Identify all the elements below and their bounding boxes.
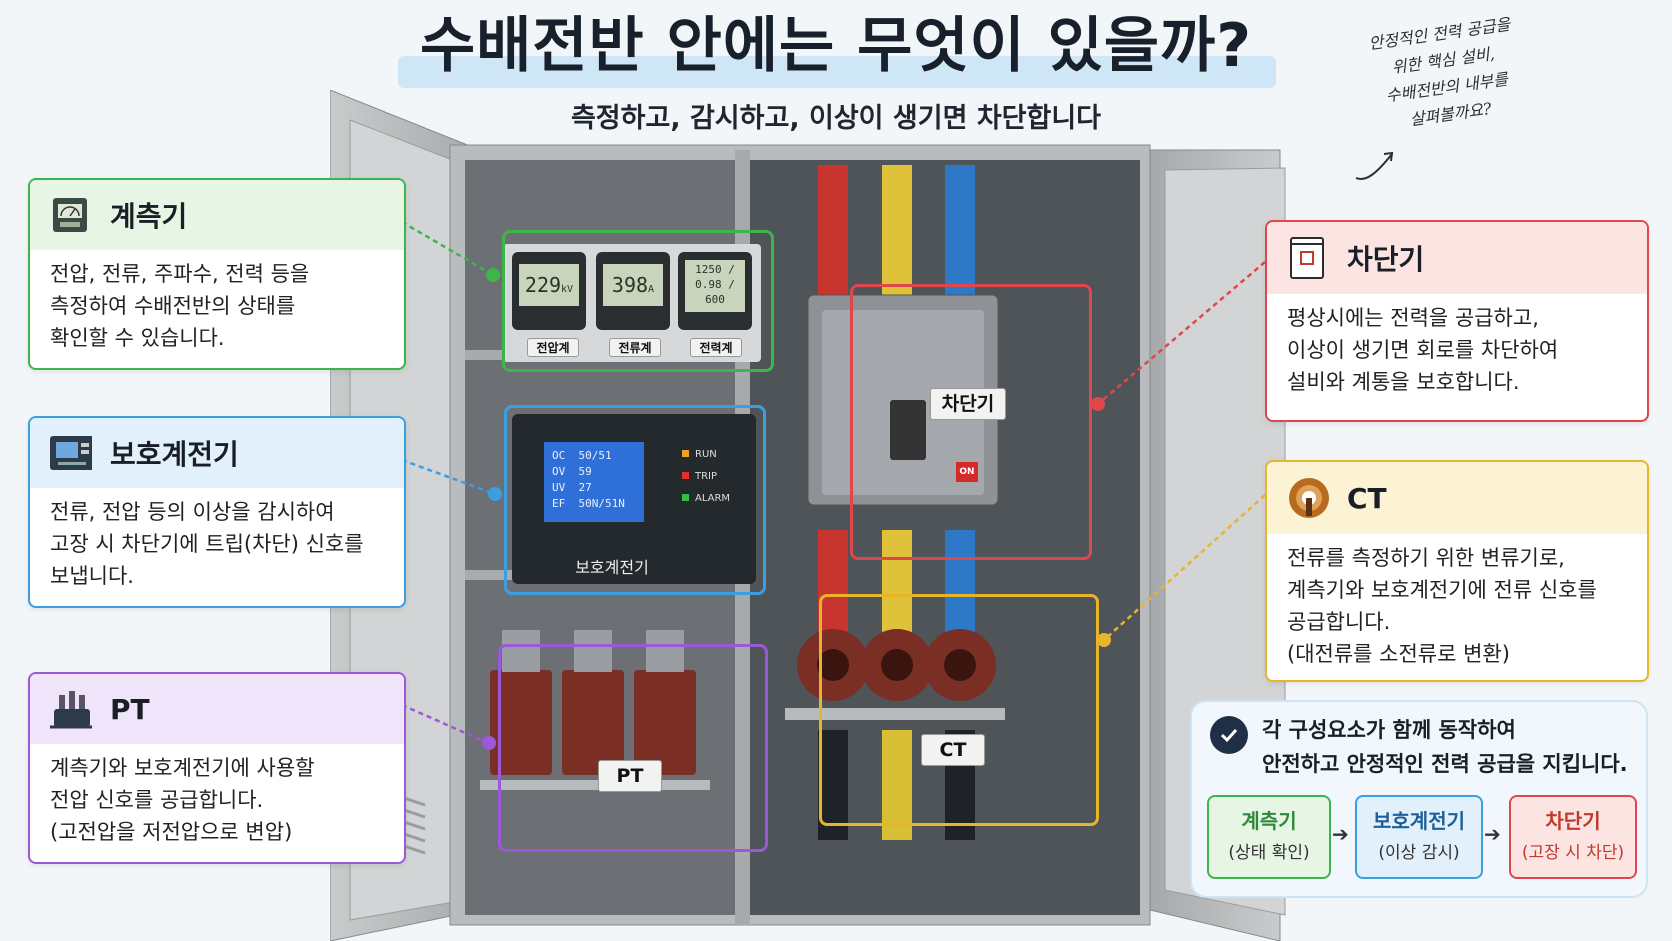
flow-step-breaker: 차단기 (고장 시 차단): [1509, 795, 1637, 879]
ammeter-label: 전류계: [609, 338, 661, 357]
meter-card-title: 계측기: [110, 200, 188, 233]
page-subtitle: 측정하고, 감시하고, 이상이 생기면 차단합니다: [570, 103, 1102, 134]
relay-connector-dot: [488, 487, 502, 501]
transformer-icon: [48, 687, 92, 731]
breaker-on-button: ON: [956, 462, 978, 482]
ct-highlight-box: [819, 594, 1099, 826]
relay-device-label: 보호계전기: [575, 558, 649, 577]
voltmeter: 229kV: [512, 252, 586, 330]
pt-highlight-box: [498, 644, 768, 852]
flow-step-meter: 계측기 (상태 확인): [1207, 795, 1331, 879]
summary-line-1: 각 구성요소가 함께 동작하여: [1262, 718, 1516, 742]
pt-connector-dot: [482, 736, 496, 750]
breaker-connector-dot: [1091, 397, 1105, 411]
ammeter: 398A: [596, 252, 670, 330]
relay-card-title: 보호계전기: [110, 438, 239, 471]
power-meter-label: 전력계: [690, 338, 742, 357]
protective-relay-device: OC 50/51 OV 59 UV 27 EF 50N/51N RUN TRIP…: [512, 414, 756, 584]
breaker-tag: 차단기: [930, 388, 1006, 420]
voltmeter-label: 전압계: [527, 338, 579, 357]
ct-card-title: CT: [1347, 481, 1387, 515]
ct-connector-dot: [1097, 633, 1111, 647]
page-title: 수배전반 안에는 무엇이 있을까?: [419, 11, 1253, 81]
breaker-card-title: 차단기: [1347, 243, 1425, 276]
check-circle-icon: [1210, 716, 1248, 754]
meter-connector-dot: [486, 268, 500, 282]
flow-arrow-icon: ➔: [1484, 822, 1501, 846]
flow-step-relay: 보호계전기 (이상 감시): [1355, 795, 1483, 879]
pt-card-title: PT: [110, 692, 150, 726]
meter-icon: [48, 193, 92, 237]
breaker-icon: [1285, 236, 1329, 280]
summary-line-2: 안전하고 안정적인 전력 공급을 지킵니다.: [1262, 752, 1628, 776]
relay-highlight-box: [504, 405, 766, 595]
pt-tag: PT: [598, 760, 662, 792]
ct-tag: CT: [921, 734, 985, 766]
ct-coil-icon: [1285, 476, 1329, 520]
breaker-highlight-box: [850, 284, 1092, 560]
handnote-arrow-icon: [1355, 151, 1394, 180]
relay-icon: [48, 431, 92, 475]
flow-arrow-icon: ➔: [1332, 822, 1349, 846]
meter-highlight-box: [502, 230, 774, 372]
power-meter: 1250 / 0.98 / 600: [678, 252, 752, 330]
title-highlight: [398, 56, 1276, 88]
relay-screen: OC 50/51 OV 59 UV 27 EF 50N/51N: [544, 442, 644, 522]
